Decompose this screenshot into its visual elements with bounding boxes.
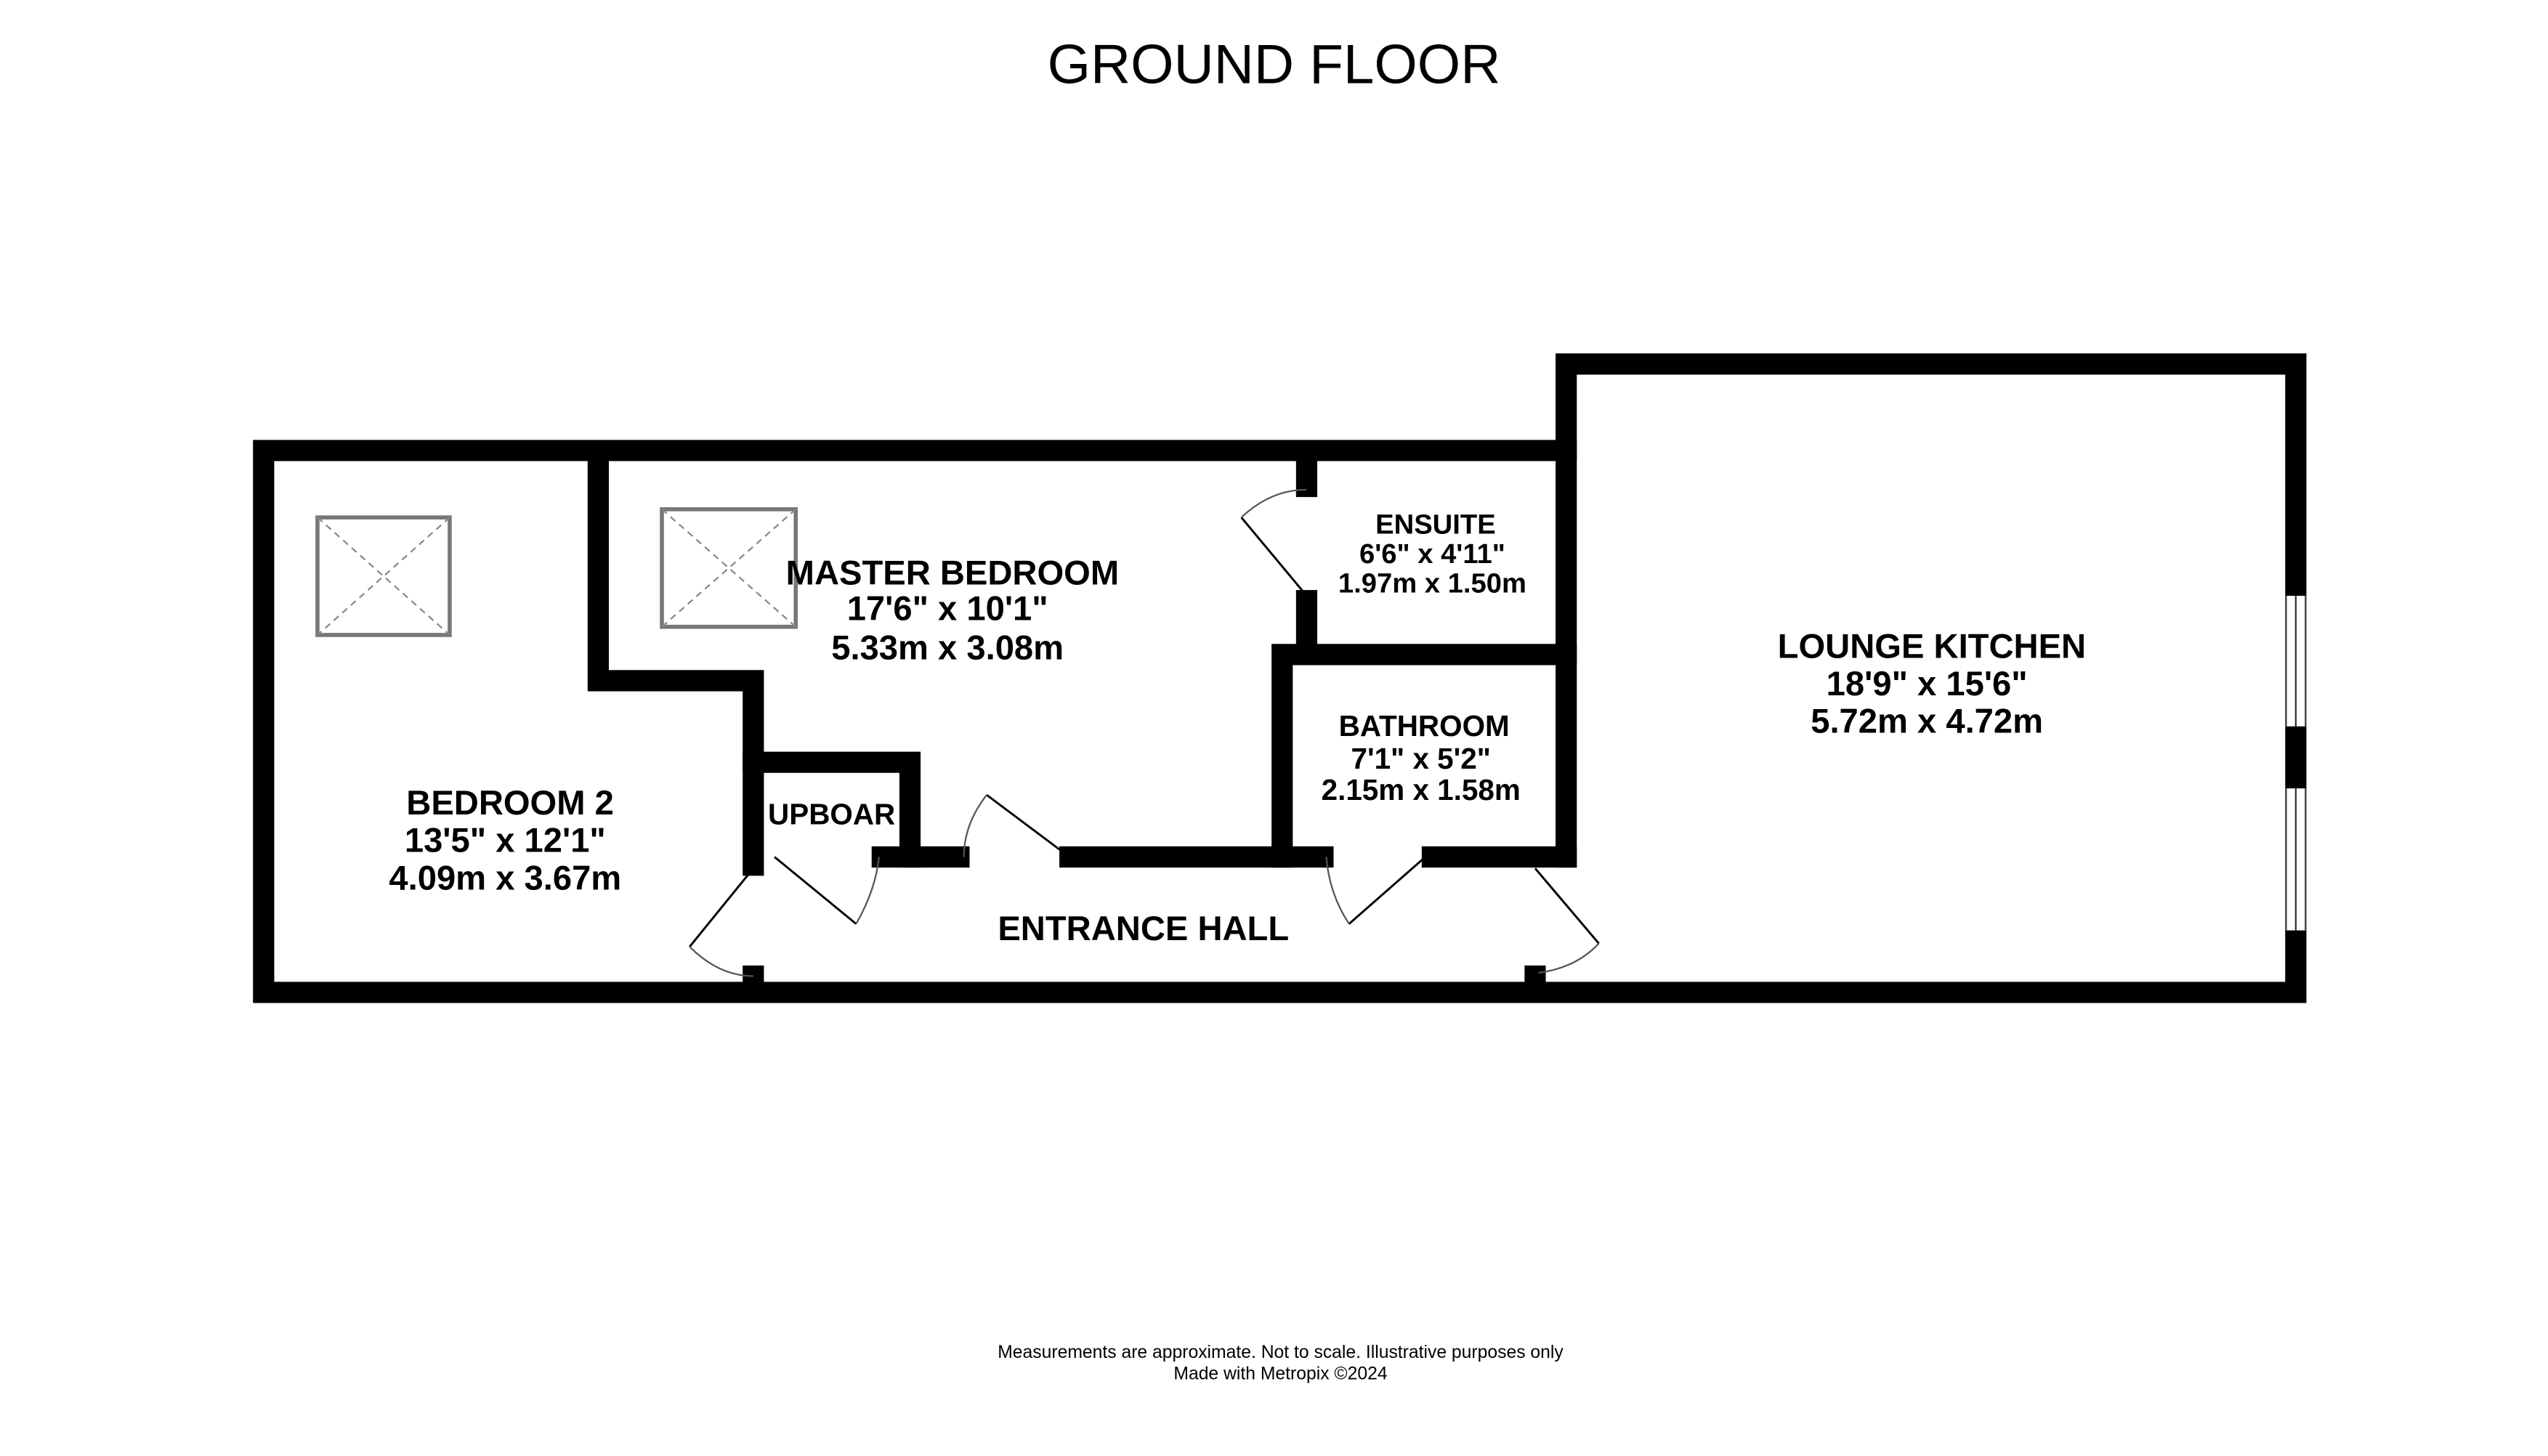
room-cupboard: UPBOAR	[768, 798, 895, 831]
room-metric: 5.72m x 4.72m	[1811, 702, 2043, 740]
room-bedroom-2: BEDROOM 2 13'5" x 12'1" 4.09m x 3.67m	[389, 783, 621, 897]
room-imperial: 13'5" x 12'1"	[405, 821, 606, 860]
room-entrance-hall: ENTRANCE HALL	[998, 909, 1289, 947]
skylight-icon	[660, 507, 798, 629]
room-imperial: 7'1" x 5'2"	[1351, 742, 1490, 775]
room-metric: 4.09m x 3.67m	[389, 858, 621, 897]
room-name: ENSUITE	[1375, 509, 1496, 541]
room-metric: 1.97m x 1.50m	[1338, 568, 1526, 599]
floor-title: GROUND FLOOR	[1048, 34, 1501, 96]
room-bathroom: BATHROOM 7'1" x 5'2" 2.15m x 1.58m	[1322, 709, 1521, 806]
room-name: MASTER BEDROOM	[786, 553, 1119, 591]
window-icon	[2285, 596, 2307, 931]
credit: Made with Metropix ©2024	[1173, 1364, 1387, 1383]
doors	[689, 488, 1600, 977]
skylight-icon	[315, 515, 452, 637]
walls	[253, 353, 2308, 1003]
room-master-bedroom: MASTER BEDROOM 17'6" x 10'1" 5.33m x 3.0…	[786, 553, 1119, 666]
room-lounge-kitchen: LOUNGE KITCHEN 18'9" x 15'6" 5.72m x 4.7…	[1778, 626, 2086, 740]
room-imperial: 6'6" x 4'11"	[1359, 538, 1505, 570]
room-name: LOUNGE KITCHEN	[1778, 626, 2086, 665]
room-ensuite: ENSUITE 6'6" x 4'11" 1.97m x 1.50m	[1338, 509, 1526, 599]
room-name: BATHROOM	[1339, 709, 1510, 743]
room-name: BEDROOM 2	[406, 783, 614, 822]
disclaimer: Measurements are approximate. Not to sca…	[998, 1343, 1564, 1362]
room-imperial: 17'6" x 10'1"	[847, 589, 1048, 628]
room-metric: 5.33m x 3.08m	[831, 628, 1064, 667]
room-imperial: 18'9" x 15'6"	[1827, 664, 2028, 703]
room-metric: 2.15m x 1.58m	[1322, 773, 1521, 806]
